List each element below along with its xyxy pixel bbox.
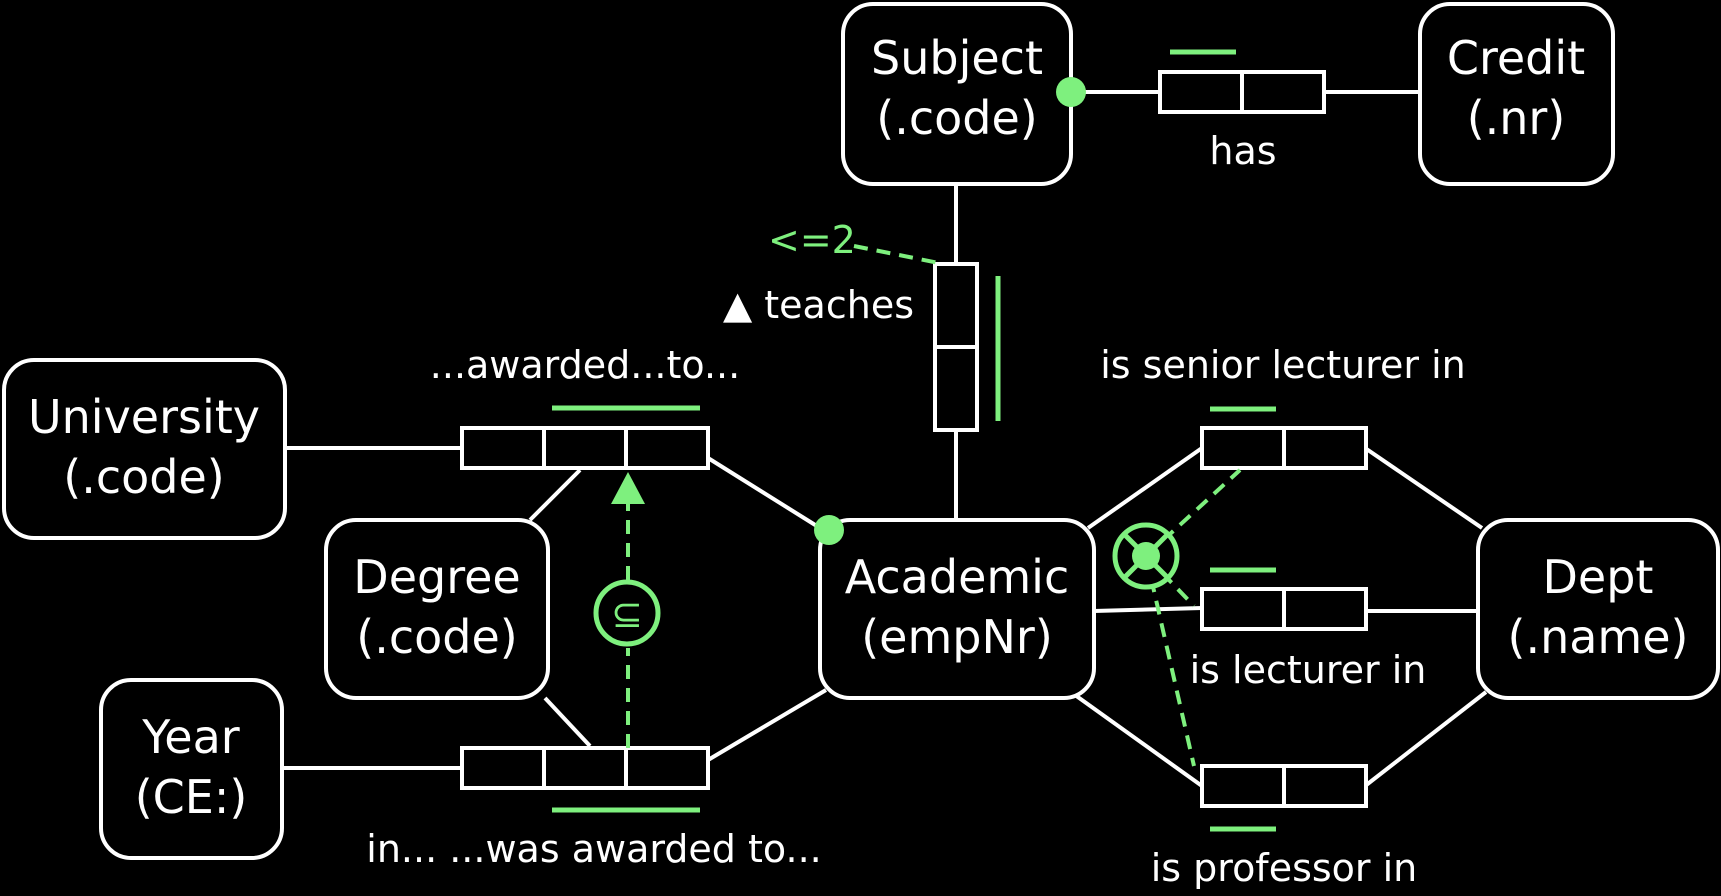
entity-subject-ref: (.code) xyxy=(876,91,1037,145)
entity-credit-ref: (.nr) xyxy=(1467,91,1566,145)
entity-year-name: Year xyxy=(141,710,239,764)
connectors xyxy=(282,90,1488,788)
entity-subject-name: Subject xyxy=(871,31,1043,85)
fact-senior-lecturer[interactable]: is senior lecturer in xyxy=(1100,343,1466,470)
fact-professor-label: is professor in xyxy=(1151,846,1418,890)
subset-constraint-symbol: ⊆ xyxy=(611,592,643,636)
frequency-constraint-link xyxy=(853,244,945,266)
xor-link-professor xyxy=(1144,555,1196,767)
fact-professor[interactable]: is professor in xyxy=(1151,764,1418,890)
fact-awarded-to[interactable]: ...awarded...to... xyxy=(430,343,740,470)
connector-professor-dept xyxy=(1363,690,1488,788)
entity-year[interactable]: Year (CE:) xyxy=(99,678,284,860)
entity-dept-ref: (.name) xyxy=(1508,610,1689,664)
entity-subject[interactable]: Subject (.code) xyxy=(841,2,1073,186)
fact-was-awarded-to[interactable]: in... ...was awarded to... xyxy=(366,746,822,871)
fact-was-awarded-label: in... ...was awarded to... xyxy=(366,827,821,871)
entity-year-ref: (CE:) xyxy=(135,770,248,824)
fact-teaches-role-2 xyxy=(933,345,979,432)
entity-dept[interactable]: Dept (.name) xyxy=(1476,518,1720,700)
entity-degree-ref: (.code) xyxy=(356,610,517,664)
connector-degree-awarded xyxy=(528,468,582,522)
entity-university-ref: (.code) xyxy=(63,450,224,504)
fact-has-label: has xyxy=(1209,129,1276,173)
fact-lecturer-role-2 xyxy=(1282,587,1368,631)
mandatory-dot-subject xyxy=(1056,77,1086,107)
fact-was-awarded-role-3 xyxy=(624,746,710,790)
connector-academic-professor xyxy=(1073,693,1204,788)
entity-academic[interactable]: Academic (empNr) xyxy=(818,518,1096,700)
entity-degree[interactable]: Degree (.code) xyxy=(324,518,550,700)
connector-senior-dept xyxy=(1363,446,1484,530)
fact-lecturer-label: is lecturer in xyxy=(1190,648,1427,692)
fact-has-role-2 xyxy=(1240,70,1326,114)
entity-academic-ref: (empNr) xyxy=(861,610,1053,664)
fact-was-awarded-role-2 xyxy=(542,746,628,790)
fact-senior-role-1 xyxy=(1200,426,1286,470)
connector-academic-lecturer xyxy=(1093,606,1203,613)
fact-awarded-role-1 xyxy=(460,426,546,470)
frequency-constraint-label: <=2 xyxy=(768,218,856,262)
fact-teaches-label: ▲ teaches xyxy=(723,283,914,327)
entity-credit-name: Credit xyxy=(1447,31,1585,85)
fact-senior-label: is senior lecturer in xyxy=(1100,343,1466,387)
fact-has-role-1 xyxy=(1158,70,1244,114)
mandatory-dot-academic xyxy=(814,515,844,545)
fact-awarded-label: ...awarded...to... xyxy=(430,343,740,387)
constraints: <=2 ⊆ xyxy=(552,49,1276,832)
subset-arrowhead xyxy=(611,472,645,504)
fact-has[interactable]: has xyxy=(1158,70,1326,173)
entity-university-name: University xyxy=(28,390,260,444)
connector-degree-was-awarded xyxy=(543,696,592,748)
connector-was-awarded-academic xyxy=(706,688,828,762)
connector-academic-senior xyxy=(1086,446,1204,530)
xor-mandatory-dot xyxy=(1132,542,1160,570)
entity-credit[interactable]: Credit (.nr) xyxy=(1418,2,1615,186)
fact-professor-role-2 xyxy=(1282,764,1368,808)
fact-awarded-role-3 xyxy=(624,426,710,470)
fact-teaches[interactable]: ▲ teaches xyxy=(723,262,979,432)
entity-dept-name: Dept xyxy=(1543,550,1654,604)
connector-awarded-academic xyxy=(706,456,822,530)
fact-senior-role-2 xyxy=(1282,426,1368,470)
entity-university[interactable]: University (.code) xyxy=(2,358,287,540)
entity-degree-name: Degree xyxy=(353,550,520,604)
fact-was-awarded-role-1 xyxy=(460,746,546,790)
fact-lecturer[interactable]: is lecturer in xyxy=(1190,587,1427,692)
fact-teaches-role-1 xyxy=(933,262,979,349)
fact-professor-role-1 xyxy=(1200,764,1286,808)
fact-awarded-role-2 xyxy=(542,426,628,470)
entity-academic-name: Academic xyxy=(845,550,1070,604)
subset-constraint-circle xyxy=(593,579,661,647)
fact-lecturer-role-1 xyxy=(1200,587,1286,631)
